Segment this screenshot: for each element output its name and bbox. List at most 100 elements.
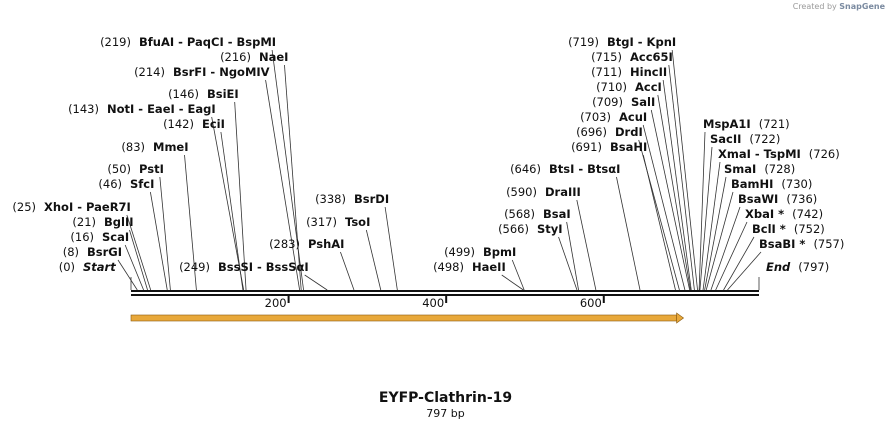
site-name: BsrDI bbox=[354, 192, 389, 206]
site-label[interactable]: (214)BsrFI - NgoMIV bbox=[134, 65, 270, 79]
site-label[interactable]: (715)Acc65I bbox=[591, 50, 673, 64]
site-label[interactable]: (797)End bbox=[766, 260, 829, 274]
site-label[interactable]: (590)DraIII bbox=[506, 185, 581, 199]
site-name: DrdI bbox=[615, 125, 643, 139]
site-label[interactable]: (143)NotI - EaeI - EagI bbox=[68, 102, 216, 116]
site-label[interactable]: (317) TsoI bbox=[306, 215, 370, 229]
site-label[interactable]: (646)BtsI - BtsαI bbox=[510, 162, 620, 176]
site-position: (249) bbox=[179, 260, 210, 274]
site-position: (730) bbox=[781, 177, 812, 191]
site-position: (498) bbox=[433, 260, 464, 274]
site-name: StyI bbox=[537, 222, 563, 236]
site-leader-line bbox=[117, 259, 138, 291]
site-name: AccI bbox=[635, 80, 662, 94]
site-leader-line bbox=[211, 116, 245, 291]
site-position: (219) bbox=[100, 35, 131, 49]
site-name: PstI bbox=[139, 162, 164, 176]
site-label[interactable]: (696) DrdI bbox=[576, 125, 643, 139]
site-label[interactable]: (498) HaeII bbox=[433, 260, 506, 274]
site-label[interactable]: (283)PshAI bbox=[269, 237, 344, 251]
site-label[interactable]: (499)BpmI bbox=[444, 245, 516, 259]
site-label[interactable]: (730)BamHI bbox=[731, 177, 812, 191]
site-label[interactable]: (146) BsiEI bbox=[168, 87, 239, 101]
site-position: (721) bbox=[759, 117, 790, 131]
site-name: BsrFI - NgoMIV bbox=[173, 65, 270, 79]
site-name: BpmI bbox=[483, 245, 516, 259]
site-label[interactable]: (728)SmaI bbox=[724, 162, 795, 176]
ruler-tick-label: 200 bbox=[265, 296, 287, 310]
site-position: (8) bbox=[63, 245, 79, 259]
site-label[interactable]: (219)BfuAI - PaqCI - BspMI bbox=[100, 35, 276, 49]
site-name: End bbox=[766, 260, 791, 274]
site-label[interactable]: (742)XbaI * bbox=[745, 207, 823, 221]
site-leader-line bbox=[702, 161, 721, 291]
site-label[interactable]: (710) AccI bbox=[596, 80, 662, 94]
site-position: (696) bbox=[576, 125, 607, 139]
site-position: (0) bbox=[59, 260, 75, 274]
site-label[interactable]: (719) BtgI - KpnI bbox=[568, 35, 676, 49]
site-label[interactable]: (566)StyI bbox=[498, 222, 563, 236]
site-label[interactable]: (703)AcuI bbox=[580, 110, 647, 124]
site-position: (719) bbox=[568, 35, 599, 49]
site-position: (146) bbox=[168, 87, 199, 101]
site-leader-line bbox=[511, 259, 525, 291]
site-leader-line bbox=[727, 251, 762, 291]
site-label[interactable]: (736)BsaWI bbox=[738, 192, 817, 206]
site-label[interactable]: (249) BssSI - BssSαI bbox=[179, 260, 309, 274]
site-label[interactable]: (216) NaeI bbox=[220, 50, 288, 64]
site-name: SacII bbox=[710, 132, 741, 146]
site-label[interactable]: (16)ScaI bbox=[70, 230, 129, 244]
site-position: (590) bbox=[506, 185, 537, 199]
site-label[interactable]: (21)BglII bbox=[72, 215, 133, 229]
site-label[interactable]: (752)BclI * bbox=[752, 222, 825, 236]
site-label[interactable]: (83)MmeI bbox=[121, 140, 188, 154]
site-label[interactable]: (721)MspA1I bbox=[703, 117, 790, 131]
site-leader-line bbox=[271, 49, 304, 291]
site-leader-line bbox=[715, 221, 748, 291]
site-label[interactable]: (722)SacII bbox=[710, 132, 780, 146]
site-leader-line bbox=[129, 229, 148, 291]
site-leader-line bbox=[234, 101, 247, 291]
site-name: BssSI - BssSαI bbox=[218, 260, 309, 274]
site-label[interactable]: (46)SfcI bbox=[98, 177, 154, 191]
site-leader-line bbox=[662, 79, 692, 291]
site-name: EciI bbox=[202, 117, 225, 131]
site-position: (317) bbox=[306, 215, 337, 229]
site-position: (736) bbox=[786, 192, 817, 206]
site-leader-line bbox=[657, 94, 691, 291]
site-position: (757) bbox=[813, 237, 844, 251]
site-leader-line bbox=[671, 49, 698, 291]
site-label[interactable]: (8)BsrGI bbox=[63, 245, 122, 259]
site-label[interactable]: (25)XhoI - PaeR7I bbox=[12, 200, 130, 214]
site-name: HaeII bbox=[472, 260, 506, 274]
site-leader-line bbox=[304, 274, 328, 291]
site-label[interactable]: (711)HincII bbox=[591, 65, 667, 79]
site-label[interactable]: (709)SalI bbox=[592, 95, 655, 109]
site-label[interactable]: (691)BsaHI bbox=[571, 140, 647, 154]
site-name: BsaHI bbox=[610, 140, 647, 154]
site-position: (726) bbox=[809, 147, 840, 161]
site-leader-line bbox=[566, 221, 579, 291]
site-position: (216) bbox=[220, 50, 251, 64]
site-label[interactable]: (568)BsaI bbox=[504, 207, 571, 221]
site-label[interactable]: (726)XmaI - TspMI bbox=[718, 147, 840, 161]
site-leader-line bbox=[126, 214, 152, 291]
site-leader-line bbox=[124, 244, 144, 291]
site-name: BsiEI bbox=[207, 87, 239, 101]
site-name: SalI bbox=[631, 95, 655, 109]
site-name: BtgI - KpnI bbox=[607, 35, 676, 49]
site-name: NaeI bbox=[259, 50, 288, 64]
site-name: AcuI bbox=[619, 110, 647, 124]
site-label[interactable]: (142)EciI bbox=[163, 117, 225, 131]
site-label[interactable]: (0)Start bbox=[59, 260, 117, 274]
site-position: (710) bbox=[596, 80, 627, 94]
site-position: (728) bbox=[764, 162, 795, 176]
site-label[interactable]: (338)BsrDI bbox=[315, 192, 389, 206]
site-name: ScaI bbox=[102, 230, 129, 244]
site-label[interactable]: (50)PstI bbox=[107, 162, 163, 176]
site-label[interactable]: (757)BsaBI * bbox=[759, 237, 844, 251]
ruler-tick-label: 400 bbox=[422, 296, 444, 310]
site-name: TsoI bbox=[345, 215, 370, 229]
site-name: SfcI bbox=[130, 177, 154, 191]
ruler-tick-label: 600 bbox=[580, 296, 602, 310]
